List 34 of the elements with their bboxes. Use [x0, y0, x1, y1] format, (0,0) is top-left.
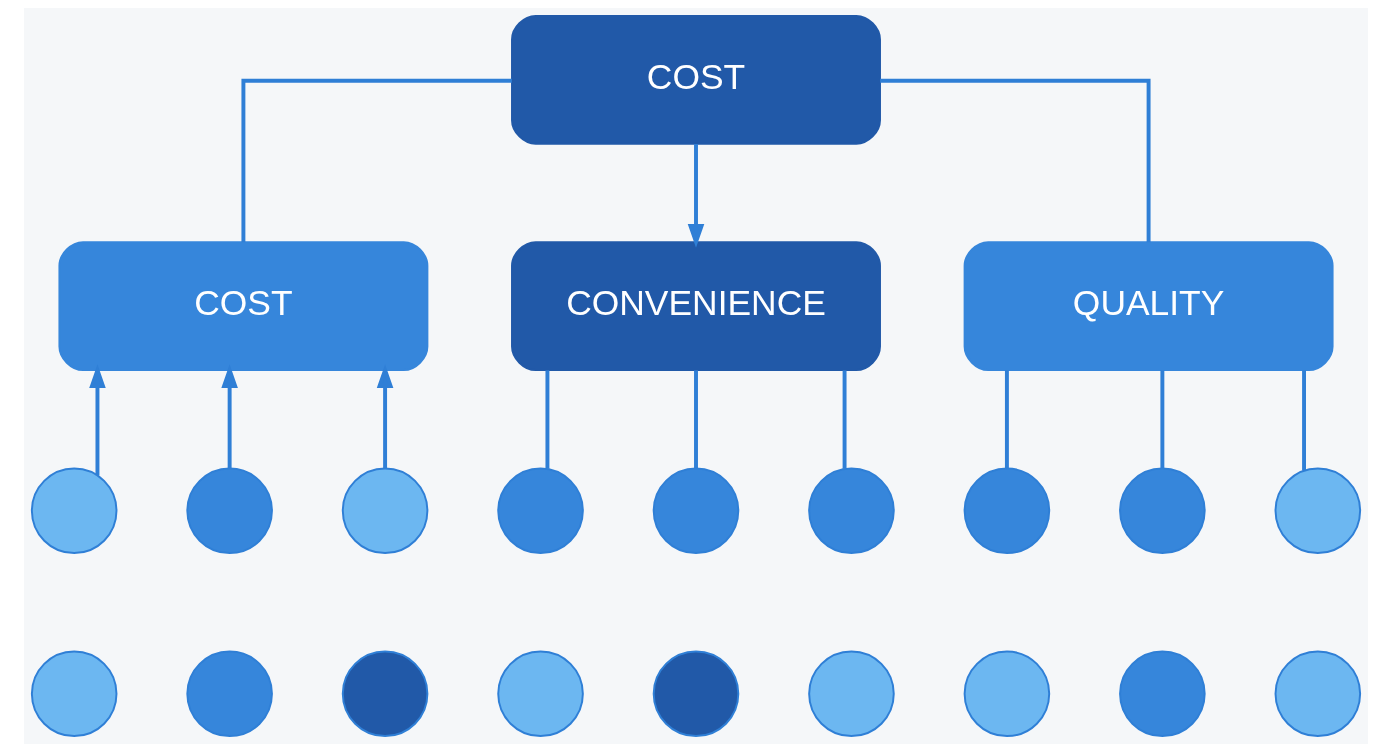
node-circle	[30, 650, 118, 738]
node-circle	[963, 467, 1051, 555]
node-circle	[808, 467, 895, 555]
connector	[545, 370, 550, 469]
node-circle	[341, 467, 429, 555]
arrow	[376, 364, 394, 469]
node-circle	[1274, 467, 1362, 555]
arrow	[89, 364, 106, 476]
node-circle	[186, 467, 273, 555]
connector	[694, 370, 698, 469]
node-circle	[186, 650, 273, 738]
connector	[1160, 370, 1165, 469]
node-box: COST	[58, 241, 429, 372]
node-circle	[1119, 467, 1206, 555]
node-circle	[963, 650, 1051, 738]
arrow	[221, 364, 238, 469]
connector	[241, 78, 512, 243]
node-box: QUALITY	[963, 241, 1334, 372]
node-circle	[1119, 650, 1206, 738]
arrow	[687, 144, 705, 248]
node-circle	[497, 467, 584, 555]
node-circle	[652, 650, 740, 738]
connector	[842, 370, 847, 469]
connector	[1302, 370, 1306, 471]
node-circle	[652, 467, 740, 555]
node-circle	[808, 650, 895, 738]
node-box: COST	[511, 14, 881, 145]
connector	[1004, 370, 1009, 469]
connector	[880, 78, 1151, 243]
node-circle	[30, 467, 118, 555]
node-circle	[1274, 650, 1362, 738]
node-box: CONVENIENCE	[511, 241, 881, 372]
node-circle	[497, 650, 584, 738]
node-circle	[341, 650, 429, 738]
